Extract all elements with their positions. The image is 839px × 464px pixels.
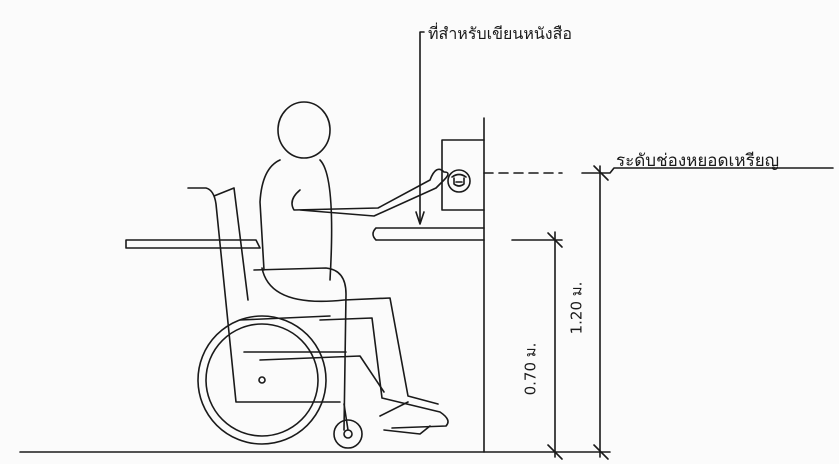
wheelchair-footrest xyxy=(383,425,431,435)
person-head xyxy=(277,101,331,159)
writing-shelf xyxy=(372,227,485,241)
coin-slot-height-dimension: 1.20 ม. xyxy=(567,281,586,335)
dimension-line-070 xyxy=(511,231,563,460)
person-arm xyxy=(291,168,449,217)
wheelchair-large-wheel xyxy=(197,315,327,445)
wheelchair-frame xyxy=(125,187,409,431)
wheelchair-hand-rim xyxy=(205,323,319,437)
person-legs xyxy=(261,267,449,429)
shelf-height-dimension: 0.70 ม. xyxy=(521,342,540,396)
dimension-line-120 xyxy=(593,165,609,460)
person-torso xyxy=(259,159,333,281)
wheelchair-hub xyxy=(258,376,266,384)
phone-box xyxy=(441,139,485,211)
wheelchair-caster-wheel xyxy=(333,403,363,449)
writing-surface-label: ที่สำหรับเขียนหนังสือ xyxy=(428,24,572,43)
coin-slot-leader xyxy=(581,167,834,174)
writing-surface-leader xyxy=(419,31,425,223)
writing-surface-arrow xyxy=(415,211,425,225)
coin-slot-level-label: ระดับช่องหยอดเหรียญ xyxy=(616,151,780,171)
telephone-icon xyxy=(447,169,471,193)
